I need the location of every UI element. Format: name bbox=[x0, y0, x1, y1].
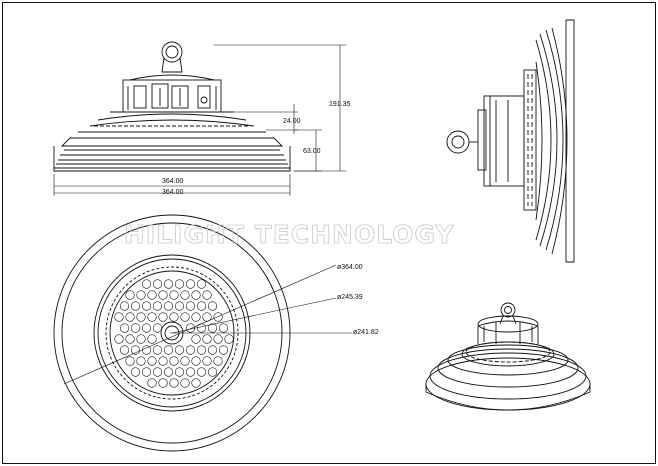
led-lens bbox=[169, 290, 179, 300]
led-lens bbox=[147, 312, 157, 322]
led-lens bbox=[196, 345, 207, 355]
led-lens bbox=[180, 378, 190, 388]
led-lens bbox=[119, 345, 130, 355]
led-lens bbox=[152, 301, 163, 311]
led-lens bbox=[202, 334, 212, 344]
top-view-leaders bbox=[63, 264, 352, 385]
led-lens bbox=[130, 323, 141, 333]
led-lens bbox=[125, 312, 135, 322]
led-lens bbox=[213, 356, 223, 366]
led-lens bbox=[125, 290, 135, 300]
led-lens bbox=[147, 356, 157, 366]
dim-middle-diameter: ø245.39 bbox=[337, 294, 363, 301]
led-lens bbox=[207, 367, 218, 377]
led-lens bbox=[141, 279, 152, 289]
led-lens bbox=[180, 312, 190, 322]
led-lens bbox=[174, 301, 185, 311]
led-lens bbox=[114, 334, 124, 344]
led-lens bbox=[196, 279, 207, 289]
led-lens bbox=[119, 323, 130, 333]
led-lens bbox=[191, 356, 201, 366]
led-lens bbox=[152, 279, 163, 289]
led-lens bbox=[147, 290, 157, 300]
dim-upper-height: 24.00 bbox=[283, 118, 301, 125]
led-lens bbox=[185, 279, 196, 289]
led-lens bbox=[152, 345, 163, 355]
led-lens bbox=[191, 312, 201, 322]
watermark-text: HILIGHT TECHNOLOGY bbox=[124, 220, 455, 249]
led-lens bbox=[158, 290, 168, 300]
led-lens bbox=[202, 356, 212, 366]
led-lens bbox=[174, 367, 185, 377]
led-lens bbox=[163, 367, 174, 377]
led-lens bbox=[191, 334, 201, 344]
led-lens bbox=[169, 312, 179, 322]
front-view bbox=[53, 41, 291, 172]
led-lens bbox=[130, 345, 141, 355]
led-lens bbox=[207, 345, 218, 355]
led-lens bbox=[213, 334, 223, 344]
led-lens bbox=[218, 345, 229, 355]
led-lens bbox=[125, 334, 135, 344]
led-lens bbox=[141, 367, 152, 377]
led-lens bbox=[207, 323, 218, 333]
led-lens bbox=[218, 323, 229, 333]
led-lens bbox=[136, 334, 146, 344]
led-lens bbox=[136, 356, 146, 366]
led-lens bbox=[136, 290, 146, 300]
led-lens bbox=[180, 290, 190, 300]
led-lens bbox=[119, 301, 130, 311]
led-lens bbox=[191, 378, 201, 388]
led-lens bbox=[158, 356, 168, 366]
led-lens bbox=[191, 290, 201, 300]
dim-inner-diameter: ø241.82 bbox=[353, 329, 379, 336]
led-lens bbox=[224, 334, 234, 344]
isometric-view bbox=[425, 302, 591, 411]
side-view bbox=[446, 19, 575, 263]
led-array bbox=[114, 279, 234, 388]
led-lens bbox=[147, 378, 157, 388]
led-lens bbox=[174, 345, 185, 355]
dim-total-height: 191.35 bbox=[329, 101, 351, 108]
led-lens bbox=[180, 356, 190, 366]
led-lens bbox=[169, 378, 179, 388]
dim-outer-diameter: ø364.00 bbox=[337, 264, 363, 271]
led-lens bbox=[141, 301, 152, 311]
led-lens bbox=[163, 301, 174, 311]
led-lens bbox=[163, 279, 174, 289]
led-lens bbox=[185, 345, 196, 355]
led-lens bbox=[163, 345, 174, 355]
led-lens bbox=[185, 367, 196, 377]
led-lens bbox=[125, 356, 135, 366]
led-lens bbox=[202, 290, 212, 300]
dim-width-b: 364.00 bbox=[162, 189, 184, 196]
led-lens bbox=[185, 301, 196, 311]
led-lens bbox=[158, 378, 168, 388]
led-lens bbox=[207, 301, 218, 311]
led-lens bbox=[152, 323, 163, 333]
led-lens bbox=[130, 301, 141, 311]
led-lens bbox=[136, 312, 146, 322]
led-lens bbox=[147, 334, 157, 344]
dim-width-a: 364.00 bbox=[162, 178, 184, 185]
led-lens bbox=[196, 367, 207, 377]
dim-lower-height: 63.00 bbox=[303, 148, 321, 155]
led-lens bbox=[196, 301, 207, 311]
led-lens bbox=[130, 367, 141, 377]
led-lens bbox=[114, 312, 124, 322]
front-view-dimensions bbox=[53, 44, 346, 196]
led-lens bbox=[213, 312, 223, 322]
led-lens bbox=[174, 279, 185, 289]
led-lens bbox=[185, 323, 196, 333]
led-lens bbox=[141, 323, 152, 333]
led-lens bbox=[141, 345, 152, 355]
led-lens bbox=[169, 356, 179, 366]
led-lens bbox=[158, 312, 168, 322]
led-lens bbox=[152, 367, 163, 377]
